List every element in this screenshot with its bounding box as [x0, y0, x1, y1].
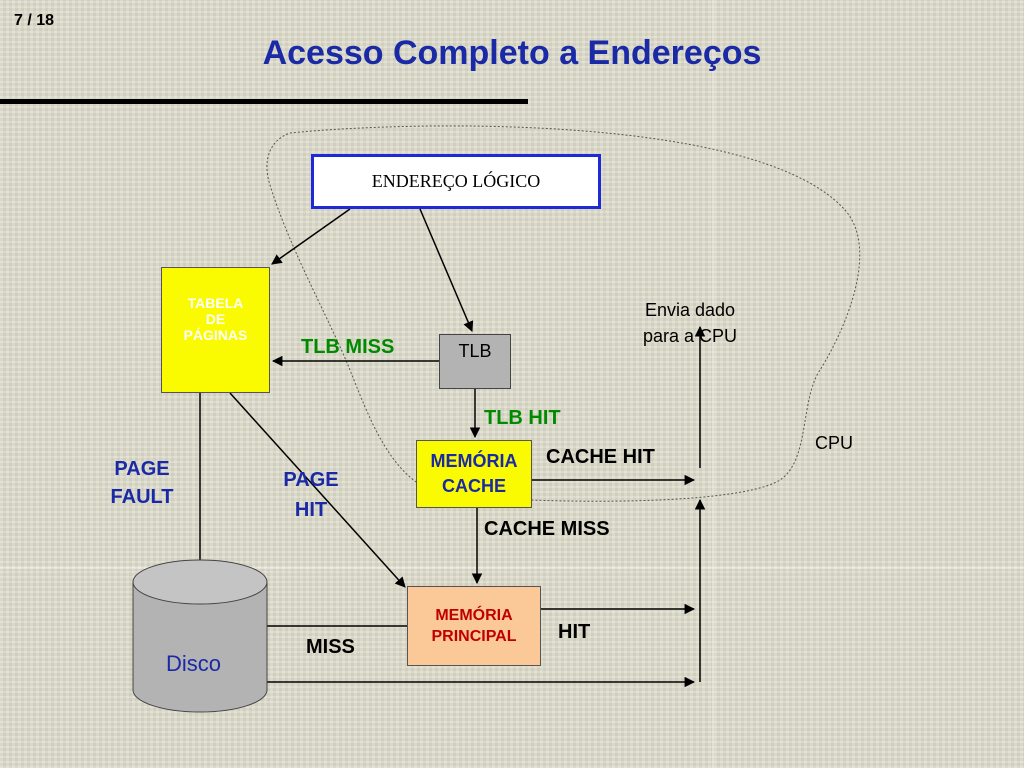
arrow-logical-to-pagetable	[271, 208, 351, 265]
miss-label: MISS	[306, 636, 355, 658]
disk-cylinder	[132, 559, 268, 713]
cache-hit-label: CACHE HIT	[546, 446, 655, 468]
arrow-pagetable-to-mainmem	[229, 392, 406, 588]
main-memory-box: MEMÓRIA PRINCIPAL	[407, 586, 541, 666]
page-hit-label: PAGE HIT	[283, 469, 339, 521]
cpu-region-outline	[266, 125, 861, 502]
tlb-miss-label: TLB MISS	[301, 336, 395, 358]
page-table-box: TABELA DE PÁGINAS	[161, 267, 270, 393]
tlb-hit-label: TLB HIT	[484, 407, 561, 429]
send-data-to-cpu-label: Envia dado para a CPU	[643, 300, 738, 346]
cache-label: MEMÓRIA	[430, 451, 518, 471]
slide-number: 7 / 18	[14, 12, 55, 29]
title-underline	[0, 99, 528, 104]
main-memory-label: PRINCIPAL	[431, 628, 517, 645]
page-table-label: TABELA	[187, 295, 244, 311]
page-fault-label: PAGE FAULT	[110, 458, 174, 508]
logical-address-box: ENDEREÇO LÓGICO	[311, 154, 601, 209]
cache-miss-label: CACHE MISS	[484, 518, 610, 540]
page-table-label: PÁGINAS	[183, 327, 248, 343]
disk-label: Disco	[166, 651, 222, 676]
hit-label: HIT	[558, 621, 591, 643]
cache-memory-box: MEMÓRIA CACHE	[416, 440, 532, 508]
background-grid-line	[712, 0, 714, 768]
tlb-box: TLB	[439, 334, 511, 389]
cpu-label: CPU	[815, 433, 854, 453]
slide-title: Acesso Completo a Endereços	[262, 34, 762, 72]
background-grid-line	[0, 567, 1024, 569]
main-memory-label: MEMÓRIA	[435, 607, 513, 624]
cache-label: CACHE	[441, 476, 506, 496]
arrow-logical-to-tlb	[419, 208, 474, 332]
page-table-label: DE	[205, 311, 226, 327]
